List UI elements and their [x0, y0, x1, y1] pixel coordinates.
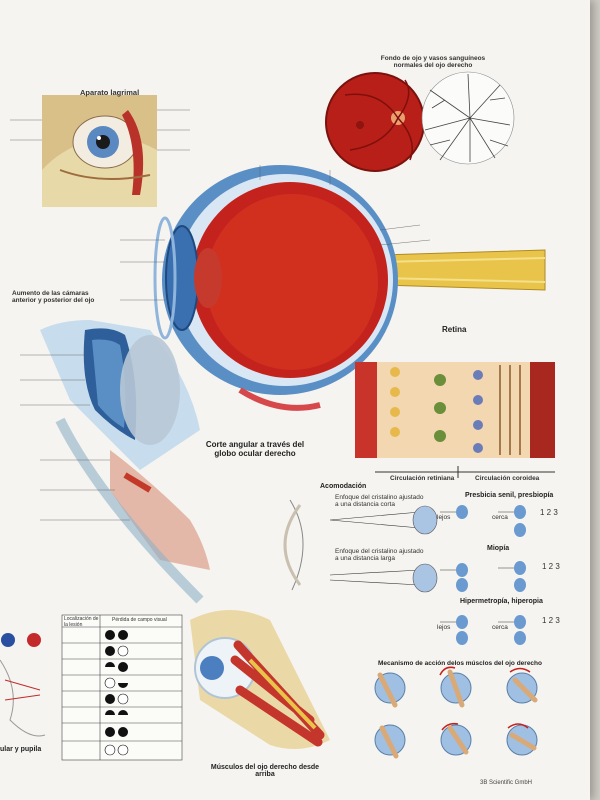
- label-far-1: cerca: [492, 514, 508, 521]
- label-leader-lines: [10, 109, 431, 521]
- fundus-illustration: [325, 72, 425, 172]
- pupil-diagrams: [0, 633, 46, 737]
- accommodation-diagrams: [283, 499, 438, 593]
- label-field-header-2: Pérdida de campo visual: [112, 617, 167, 623]
- label-hyperopia: Hipermetropía, hiperopia: [460, 598, 543, 605]
- label-near-1: lejos: [437, 514, 451, 521]
- vision-defect-eyes: [440, 505, 526, 645]
- label-fundus: Fondo de ojo y vasos sanguíneos normales…: [380, 55, 486, 69]
- label-myopia: Miopía: [487, 545, 510, 552]
- label-near-2: lejos: [437, 624, 451, 631]
- label-lacrimal: Aparato lagrimal: [80, 88, 140, 97]
- eye-chart-1: 1 2 3: [540, 508, 558, 517]
- label-near-focus: Enfoque del cristalino ajustado a una di…: [335, 494, 424, 508]
- muscle-mechanism-eyes: [374, 666, 538, 759]
- publisher-credit: 3B Scientific GmbH: [480, 780, 533, 786]
- label-far-2: cerca: [492, 624, 508, 631]
- lacrimal-illustration: [42, 95, 157, 207]
- label-accommodation: Acomodación: [320, 483, 367, 490]
- eye-cross-section: [153, 165, 546, 411]
- visual-field-circles: [104, 630, 129, 756]
- retina-illustration: [355, 362, 555, 478]
- label-retina: Retina: [442, 325, 467, 334]
- fundus-vessel-diagram: [421, 71, 515, 165]
- eye-chart-3: 1 2 3: [542, 616, 560, 625]
- label-field-header-1: Localización de la lesión: [64, 616, 99, 628]
- label-retinal-circulation: Circulación retiniana: [390, 475, 455, 482]
- label-chambers: Aumento de las cámaras anterior y poster…: [12, 290, 95, 304]
- label-presbyopia: Presbicia senil, presbiopía: [465, 492, 554, 499]
- label-choroid-circulation: Circulación coroidea: [475, 475, 540, 482]
- label-muscles-from-above: Músculos del ojo derecho desde arriba: [210, 764, 320, 778]
- label-muscle-mechanism: Mecanismo de acción delos músclos del oj…: [378, 660, 542, 667]
- eye-chart-2: 1 2 3: [542, 562, 560, 571]
- anterior-chamber-illustration: [40, 320, 210, 604]
- eye-muscles-illustration: [190, 610, 330, 749]
- label-far-focus: Enfoque del cristalino ajustado a una di…: [335, 548, 424, 562]
- label-cross-section: Corte angular a través del globo ocular …: [205, 440, 305, 458]
- label-pupil: ular y pupila: [0, 746, 42, 753]
